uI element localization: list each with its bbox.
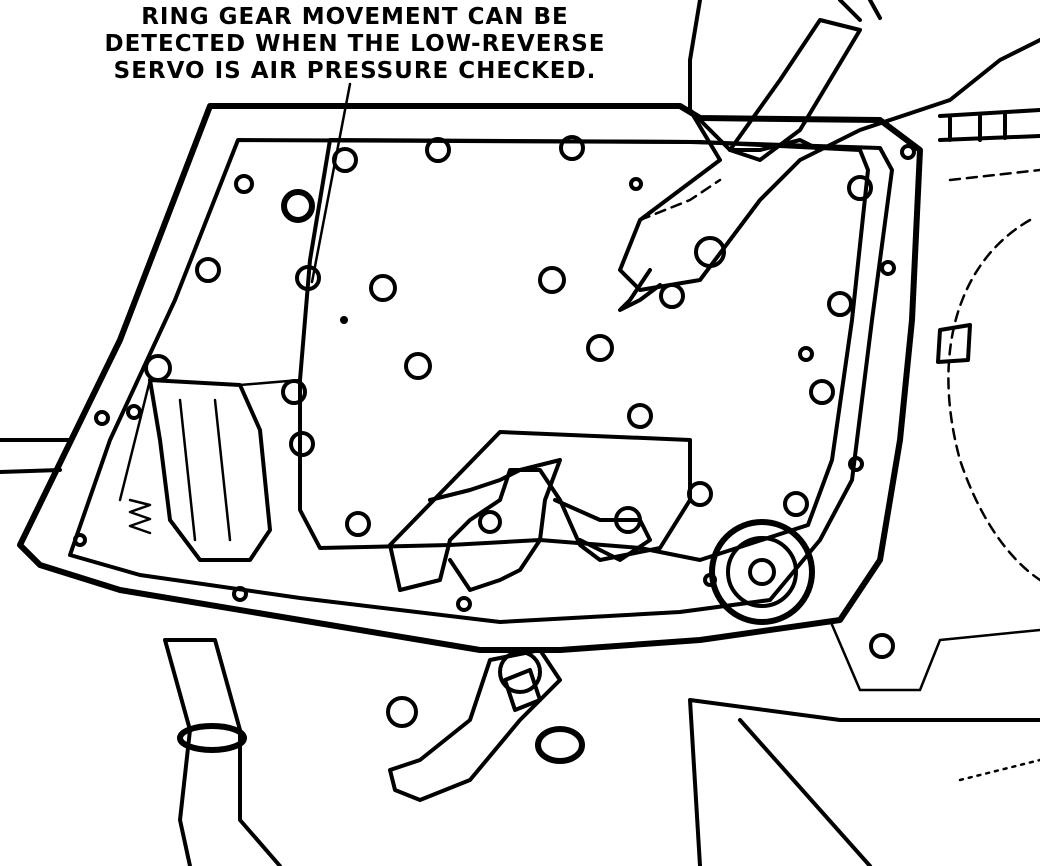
shift-lever-pivot <box>498 650 542 694</box>
air-nozzle-tip <box>618 268 662 312</box>
knuckle <box>694 236 726 268</box>
callout-caption: RING GEAR MOVEMENT CAN BE DETECTED WHEN … <box>60 4 650 85</box>
case-nut-lower <box>386 696 418 728</box>
caption-line-3: SERVO IS AIR PRESSURE CHECKED. <box>113 58 597 84</box>
case-flange-outline <box>17 103 923 653</box>
servo-cover-center <box>748 558 776 586</box>
shift-lever <box>388 648 562 802</box>
manual-valve-link <box>553 498 652 562</box>
servo-cover-inner <box>726 536 798 608</box>
support-post <box>163 638 282 866</box>
small-hole <box>340 316 348 324</box>
cooler-line <box>0 438 72 474</box>
thumb-outline <box>688 108 822 152</box>
valve-body-plate <box>298 138 870 562</box>
caption-line-2: DETECTED WHEN THE LOW-REVERSE <box>104 31 606 57</box>
manual-valve-lever <box>388 430 692 592</box>
caption-line-1: RING GEAR MOVEMENT CAN BE <box>141 4 569 30</box>
air-nozzle-hose <box>838 0 882 22</box>
link-pin <box>614 506 642 534</box>
detent-lever-profile <box>428 458 562 592</box>
output-shaft-housing <box>947 168 1040 582</box>
accumulator-spring <box>128 498 152 535</box>
speedometer-fitting <box>938 108 1040 142</box>
servo-cover-outer <box>709 519 815 625</box>
detent-lever-pivot <box>478 510 502 534</box>
bolt-heads <box>73 135 916 659</box>
case-right-edge <box>828 618 1040 692</box>
support-post-collar <box>177 723 247 753</box>
air-nozzle-body <box>728 18 862 162</box>
o-ring-seal <box>281 189 315 223</box>
accumulator-housing <box>148 378 272 562</box>
case-boss <box>936 323 972 364</box>
shift-lever-nut <box>503 668 542 712</box>
hand-outline <box>618 0 1040 292</box>
lower-case-frame <box>688 698 1040 866</box>
callout-leader-line <box>310 82 352 284</box>
shift-lever-arm-end <box>535 726 585 764</box>
